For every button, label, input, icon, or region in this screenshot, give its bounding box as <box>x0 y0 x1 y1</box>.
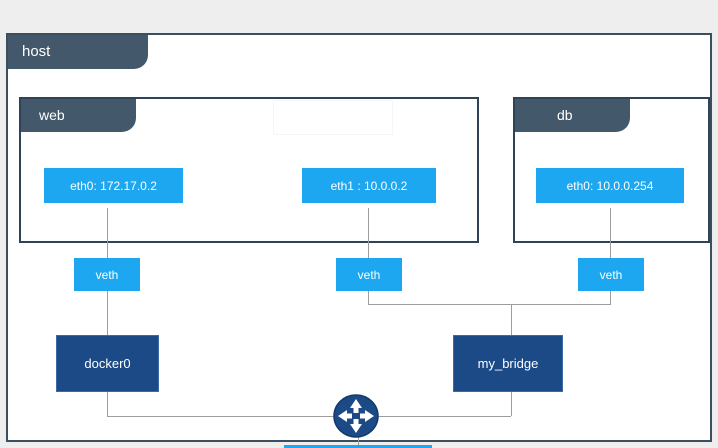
connector-docker0-down <box>107 392 108 416</box>
connector-veth2-down <box>368 291 369 304</box>
container-db-label: db <box>515 99 630 132</box>
connector-veth1-docker0 <box>107 291 108 335</box>
router-icon[interactable] <box>333 394 379 438</box>
veth-box-3[interactable]: veth <box>578 258 644 291</box>
ghost-rectangle <box>273 100 393 135</box>
connector-web-eth1-veth2 <box>368 208 369 258</box>
host-frame: host web db et <box>6 33 712 448</box>
container-web-label: web <box>21 99 136 132</box>
connector-docker0-to-router <box>107 416 357 417</box>
bridge-docker0[interactable]: docker0 <box>56 335 159 392</box>
veth-box-1[interactable]: veth <box>74 258 140 291</box>
interface-db-eth0[interactable]: eth0: 10.0.0.254 <box>536 168 684 203</box>
host-label-tab: host <box>8 35 148 69</box>
veth-box-2[interactable]: veth <box>336 258 402 291</box>
connector-my-bridge-down <box>511 392 512 416</box>
connector-router-to-my-bridge <box>360 416 511 417</box>
connector-veth-join-bar <box>368 304 611 305</box>
connector-join-my-bridge <box>511 304 512 335</box>
connector-web-eth0-veth1 <box>107 208 108 258</box>
interface-host-eth0[interactable]: eth0: 192.168.1.2 <box>284 445 432 448</box>
connector-veth3-down <box>610 291 611 304</box>
bridge-my-bridge[interactable]: my_bridge <box>453 335 563 392</box>
connector-db-eth0-veth3 <box>610 208 611 258</box>
interface-web-eth0[interactable]: eth0: 172.17.0.2 <box>44 168 183 203</box>
interface-web-eth1[interactable]: eth1 : 10.0.0.2 <box>302 168 436 203</box>
